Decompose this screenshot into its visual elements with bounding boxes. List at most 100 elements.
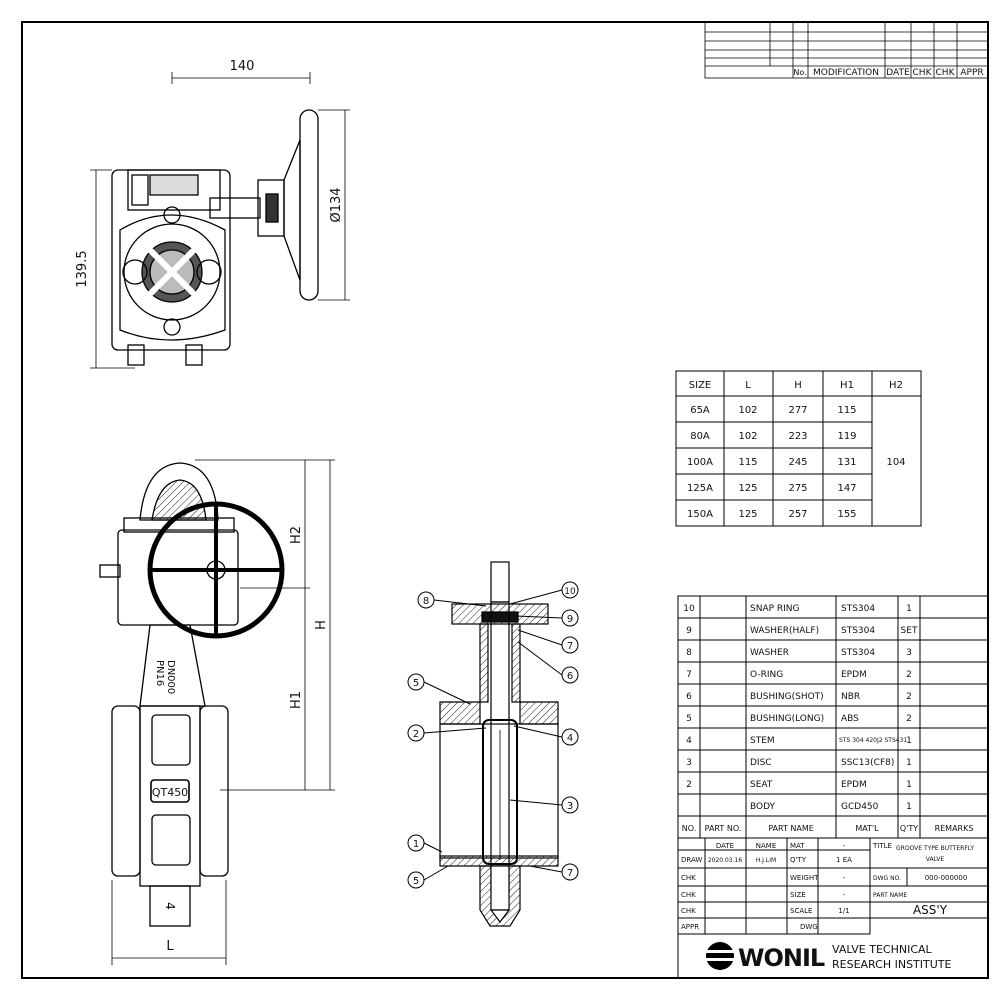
size-cell: 102	[738, 405, 757, 416]
tb-row-label: CHK	[681, 891, 696, 899]
size-cell: 245	[788, 457, 807, 468]
tb-row-value: -	[843, 874, 846, 882]
parts-list-grid	[677, 595, 989, 839]
revision-table	[704, 21, 989, 79]
logo-stripe	[706, 950, 734, 953]
dim-width-140: 140	[230, 59, 255, 74]
part-material: STS 304 420J2 STS431	[839, 737, 907, 744]
size-cell: 115	[837, 405, 856, 416]
part-qty: SET	[901, 626, 918, 636]
part-name: SEAT	[750, 780, 773, 790]
size-cell: 119	[837, 431, 856, 442]
tb-dwg-no-label: DWG NO.	[873, 875, 901, 882]
dim-l: L	[166, 939, 174, 954]
part-no: 3	[686, 758, 692, 768]
tb-row-value: 1/1	[838, 907, 849, 915]
tb-row-key: Q'TY	[790, 856, 807, 864]
model-mark: QT450	[152, 786, 188, 799]
tb-part-name-label: PART NAME	[873, 892, 907, 899]
part-material: ABS	[841, 714, 859, 724]
parts-hdr-material: MAT'L	[855, 824, 879, 833]
part-name: O-RING	[750, 670, 783, 680]
rev-hdr-chk1: CHK	[913, 68, 933, 78]
dim-h2: H2	[289, 526, 304, 544]
size-cell: 80A	[690, 431, 710, 442]
size-table-text: SIZE L H H1 H2 65A 102 277 115 80A 102 2…	[687, 380, 906, 520]
rev-hdr-appr: APPR	[960, 68, 983, 78]
parts-hdr-part-no: PART NO.	[705, 824, 742, 833]
balloon-4: 4	[567, 733, 573, 744]
part-no: 8	[686, 648, 692, 658]
parts-hdr-qty: Q'TY	[900, 824, 918, 833]
size-digit-mark: 4	[163, 902, 177, 910]
part-qty: 3	[906, 648, 912, 658]
part-material: STS304	[841, 648, 875, 658]
tb-mat-value: -	[843, 842, 846, 850]
tb-row-label: DRAW	[681, 856, 702, 864]
size-cell: 147	[837, 483, 856, 494]
balloon-2: 2	[413, 729, 419, 740]
size-cell: 125A	[687, 483, 713, 494]
part-qty: 2	[906, 670, 912, 680]
part-material: GCD450	[841, 802, 879, 812]
part-name: SNAP RING	[750, 604, 800, 614]
balloon-3: 3	[567, 801, 573, 812]
dim-h: H	[314, 620, 329, 630]
part-no: 10	[683, 604, 695, 614]
part-qty: 2	[906, 692, 912, 702]
section-balloons	[407, 581, 579, 889]
dimension-labels: 140 139.5 Ø134 H2 H H1 L	[75, 59, 344, 954]
logo-stripe	[706, 958, 734, 961]
size-hdr-h: H	[794, 380, 802, 391]
dn-mark: DN000	[165, 660, 176, 694]
parts-hdr-remarks: REMARKS	[935, 824, 974, 833]
size-hdr-h1: H1	[840, 380, 854, 391]
part-material: NBR	[841, 692, 860, 702]
size-cell: 150A	[687, 509, 713, 520]
tb-part-name-value: ASS'Y	[913, 903, 948, 917]
tb-row-value: 1 EA	[836, 856, 852, 864]
size-cell: 115	[738, 457, 757, 468]
wonil-logo-text: WONIL	[738, 944, 825, 972]
tb-row-label: APPR	[681, 923, 699, 931]
part-no: 7	[686, 670, 692, 680]
part-no: 4	[686, 736, 692, 746]
size-cell: 102	[738, 431, 757, 442]
parts-hdr-no: NO.	[682, 824, 697, 833]
part-name: BUSHING(SHOT)	[750, 692, 824, 702]
part-name: WASHER(HALF)	[750, 626, 819, 636]
tb-title-label: TITLE	[872, 842, 892, 850]
rev-hdr-no: No.	[793, 68, 806, 77]
institute-line2: RESEARCH INSTITUTE	[832, 958, 952, 971]
tb-row-value: -	[843, 891, 846, 899]
balloon-6: 6	[567, 671, 573, 682]
rev-hdr-modification: MODIFICATION	[813, 68, 879, 78]
size-hdr-h2: H2	[889, 380, 903, 391]
parts-list-text: 10 SNAP RING STS304 1 9 WASHER(HALF) STS…	[682, 604, 974, 833]
part-name: BUSHING(LONG)	[750, 714, 824, 724]
size-cell: 275	[788, 483, 807, 494]
rev-hdr-date: DATE	[886, 68, 910, 78]
balloon-5-lower: 5	[413, 876, 419, 887]
balloon-10: 10	[564, 587, 576, 597]
outer-frame	[21, 21, 989, 979]
part-material: EPDM	[841, 670, 867, 680]
section-view	[439, 561, 559, 927]
part-material: SSC13(CF8)	[841, 758, 894, 768]
wonil-logo-icon	[706, 942, 734, 970]
part-qty: 1	[906, 758, 912, 768]
dim-h1: H1	[289, 691, 304, 709]
part-no: 2	[686, 780, 692, 790]
size-cell: 125	[738, 483, 757, 494]
institute-line1: VALVE TECHNICAL	[832, 943, 933, 956]
part-name: BODY	[750, 802, 776, 812]
size-cell: 257	[788, 509, 807, 520]
balloon-7-upper: 7	[567, 641, 573, 652]
tb-row-key: WEIGHT	[790, 874, 819, 882]
tb-row-label: CHK	[681, 907, 696, 915]
pn-mark: PN16	[154, 660, 165, 686]
part-no: 5	[686, 714, 692, 724]
part-material: STS304	[841, 626, 875, 636]
balloon-9: 9	[567, 614, 573, 625]
